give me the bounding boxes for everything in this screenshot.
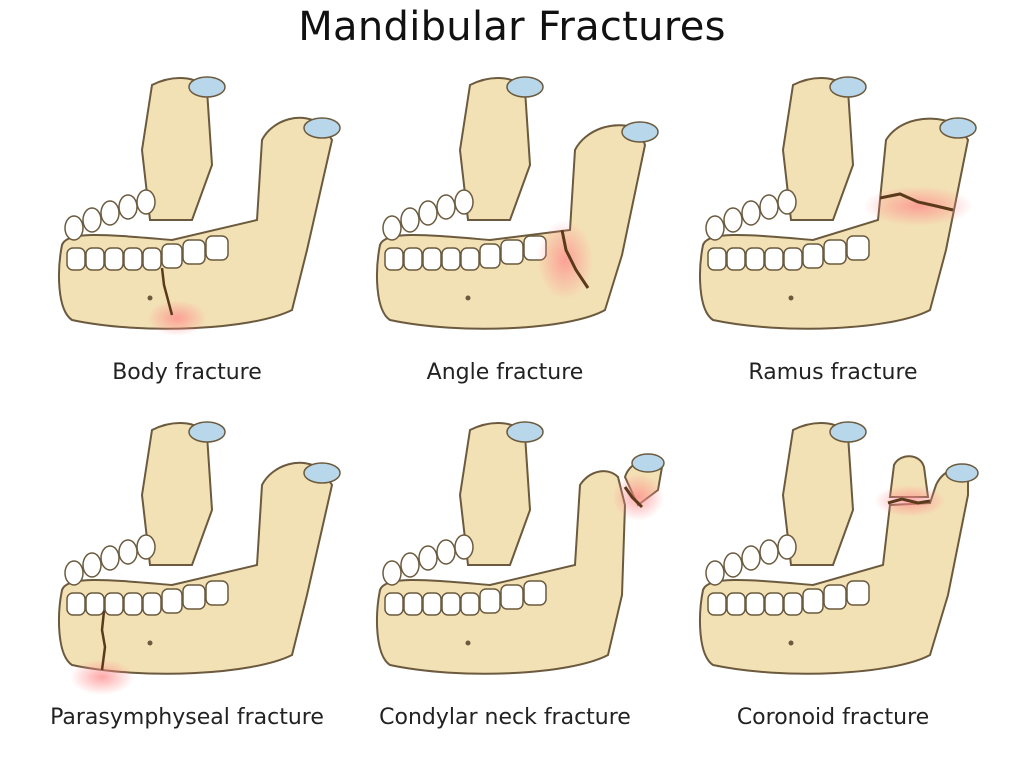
upper-teeth (382, 189, 474, 241)
caption-ramus-fracture: Ramus fracture (748, 360, 918, 385)
jaw-body (699, 117, 970, 330)
mental-foramen (147, 295, 153, 301)
lower-teeth (707, 235, 870, 271)
upper-teeth (382, 534, 474, 586)
far-condyle-cartilage (188, 421, 226, 443)
caption-body-fracture: Body fracture (112, 360, 262, 385)
parasymphyseal-fracture-line (100, 610, 107, 671)
near-condyle-cartilage (303, 117, 341, 139)
lower-teeth (66, 235, 229, 271)
caption-angle-fracture: Angle fracture (426, 360, 584, 385)
near-condyle-cartilage (303, 462, 341, 484)
jaw-body (376, 470, 627, 675)
ramus-fracture-line (879, 192, 954, 212)
far-condyle-cartilage (188, 76, 226, 98)
mental-foramen (465, 640, 471, 646)
upper-teeth (705, 534, 797, 586)
panel-ramus-fracture: Ramus fracture (668, 70, 998, 400)
caption-condylar-neck-fracture: Condylar neck fracture (379, 705, 631, 730)
upper-teeth (64, 534, 156, 586)
fracture-glow (70, 659, 134, 695)
near-condyle-cartilage (939, 117, 977, 139)
caption-coronoid-fracture: Coronoid fracture (736, 705, 930, 730)
fracture-glow (147, 300, 207, 336)
far-condyle-cartilage (506, 421, 544, 443)
condylar-neck-fracture-line (623, 486, 644, 509)
lower-teeth (707, 580, 870, 616)
fracture-glow (537, 220, 593, 300)
far-condyle-cartilage (829, 76, 867, 98)
near-condyle-cartilage (621, 121, 659, 143)
far-condyle-cartilage (829, 421, 867, 443)
mental-foramen (788, 640, 794, 646)
panel-condylar-neck-fracture: Condylar neck fracture (340, 415, 670, 745)
panel-body-fracture: Body fracture (22, 70, 352, 400)
near-condyle-cartilage (631, 453, 665, 473)
page-title: Mandibular Fractures (298, 4, 726, 50)
lower-teeth (384, 580, 547, 616)
mandible-illustration (376, 421, 665, 675)
panel-parasymphyseal-fracture: Parasymphyseal fracture (22, 415, 352, 745)
coronoid-fracture-line (887, 497, 931, 505)
upper-teeth (705, 189, 797, 241)
mental-foramen (788, 295, 794, 301)
caption-parasymphyseal-fracture: Parasymphyseal fracture (50, 705, 324, 730)
mental-foramen (465, 295, 471, 301)
jaw-body (58, 116, 334, 330)
near-condyle-cartilage (945, 463, 979, 483)
mandible-illustration (699, 421, 979, 675)
panel-coronoid-fracture: Coronoid fracture (668, 415, 998, 745)
upper-teeth (64, 189, 156, 241)
lower-teeth (66, 580, 229, 616)
fracture-glow (612, 473, 664, 521)
angle-fracture-line (560, 229, 590, 289)
jaw-body (58, 461, 334, 675)
body-fracture-line (160, 267, 174, 316)
mandible-illustration (58, 421, 341, 695)
mandible-illustration (699, 76, 977, 330)
far-condyle-cartilage (506, 76, 544, 98)
panel-angle-fracture: Angle fracture (340, 70, 670, 400)
fracture-glow (863, 186, 973, 226)
mandible-illustration (58, 76, 341, 336)
jaw-body (699, 468, 969, 675)
mandible-illustration (376, 76, 659, 330)
mental-foramen (147, 640, 153, 646)
